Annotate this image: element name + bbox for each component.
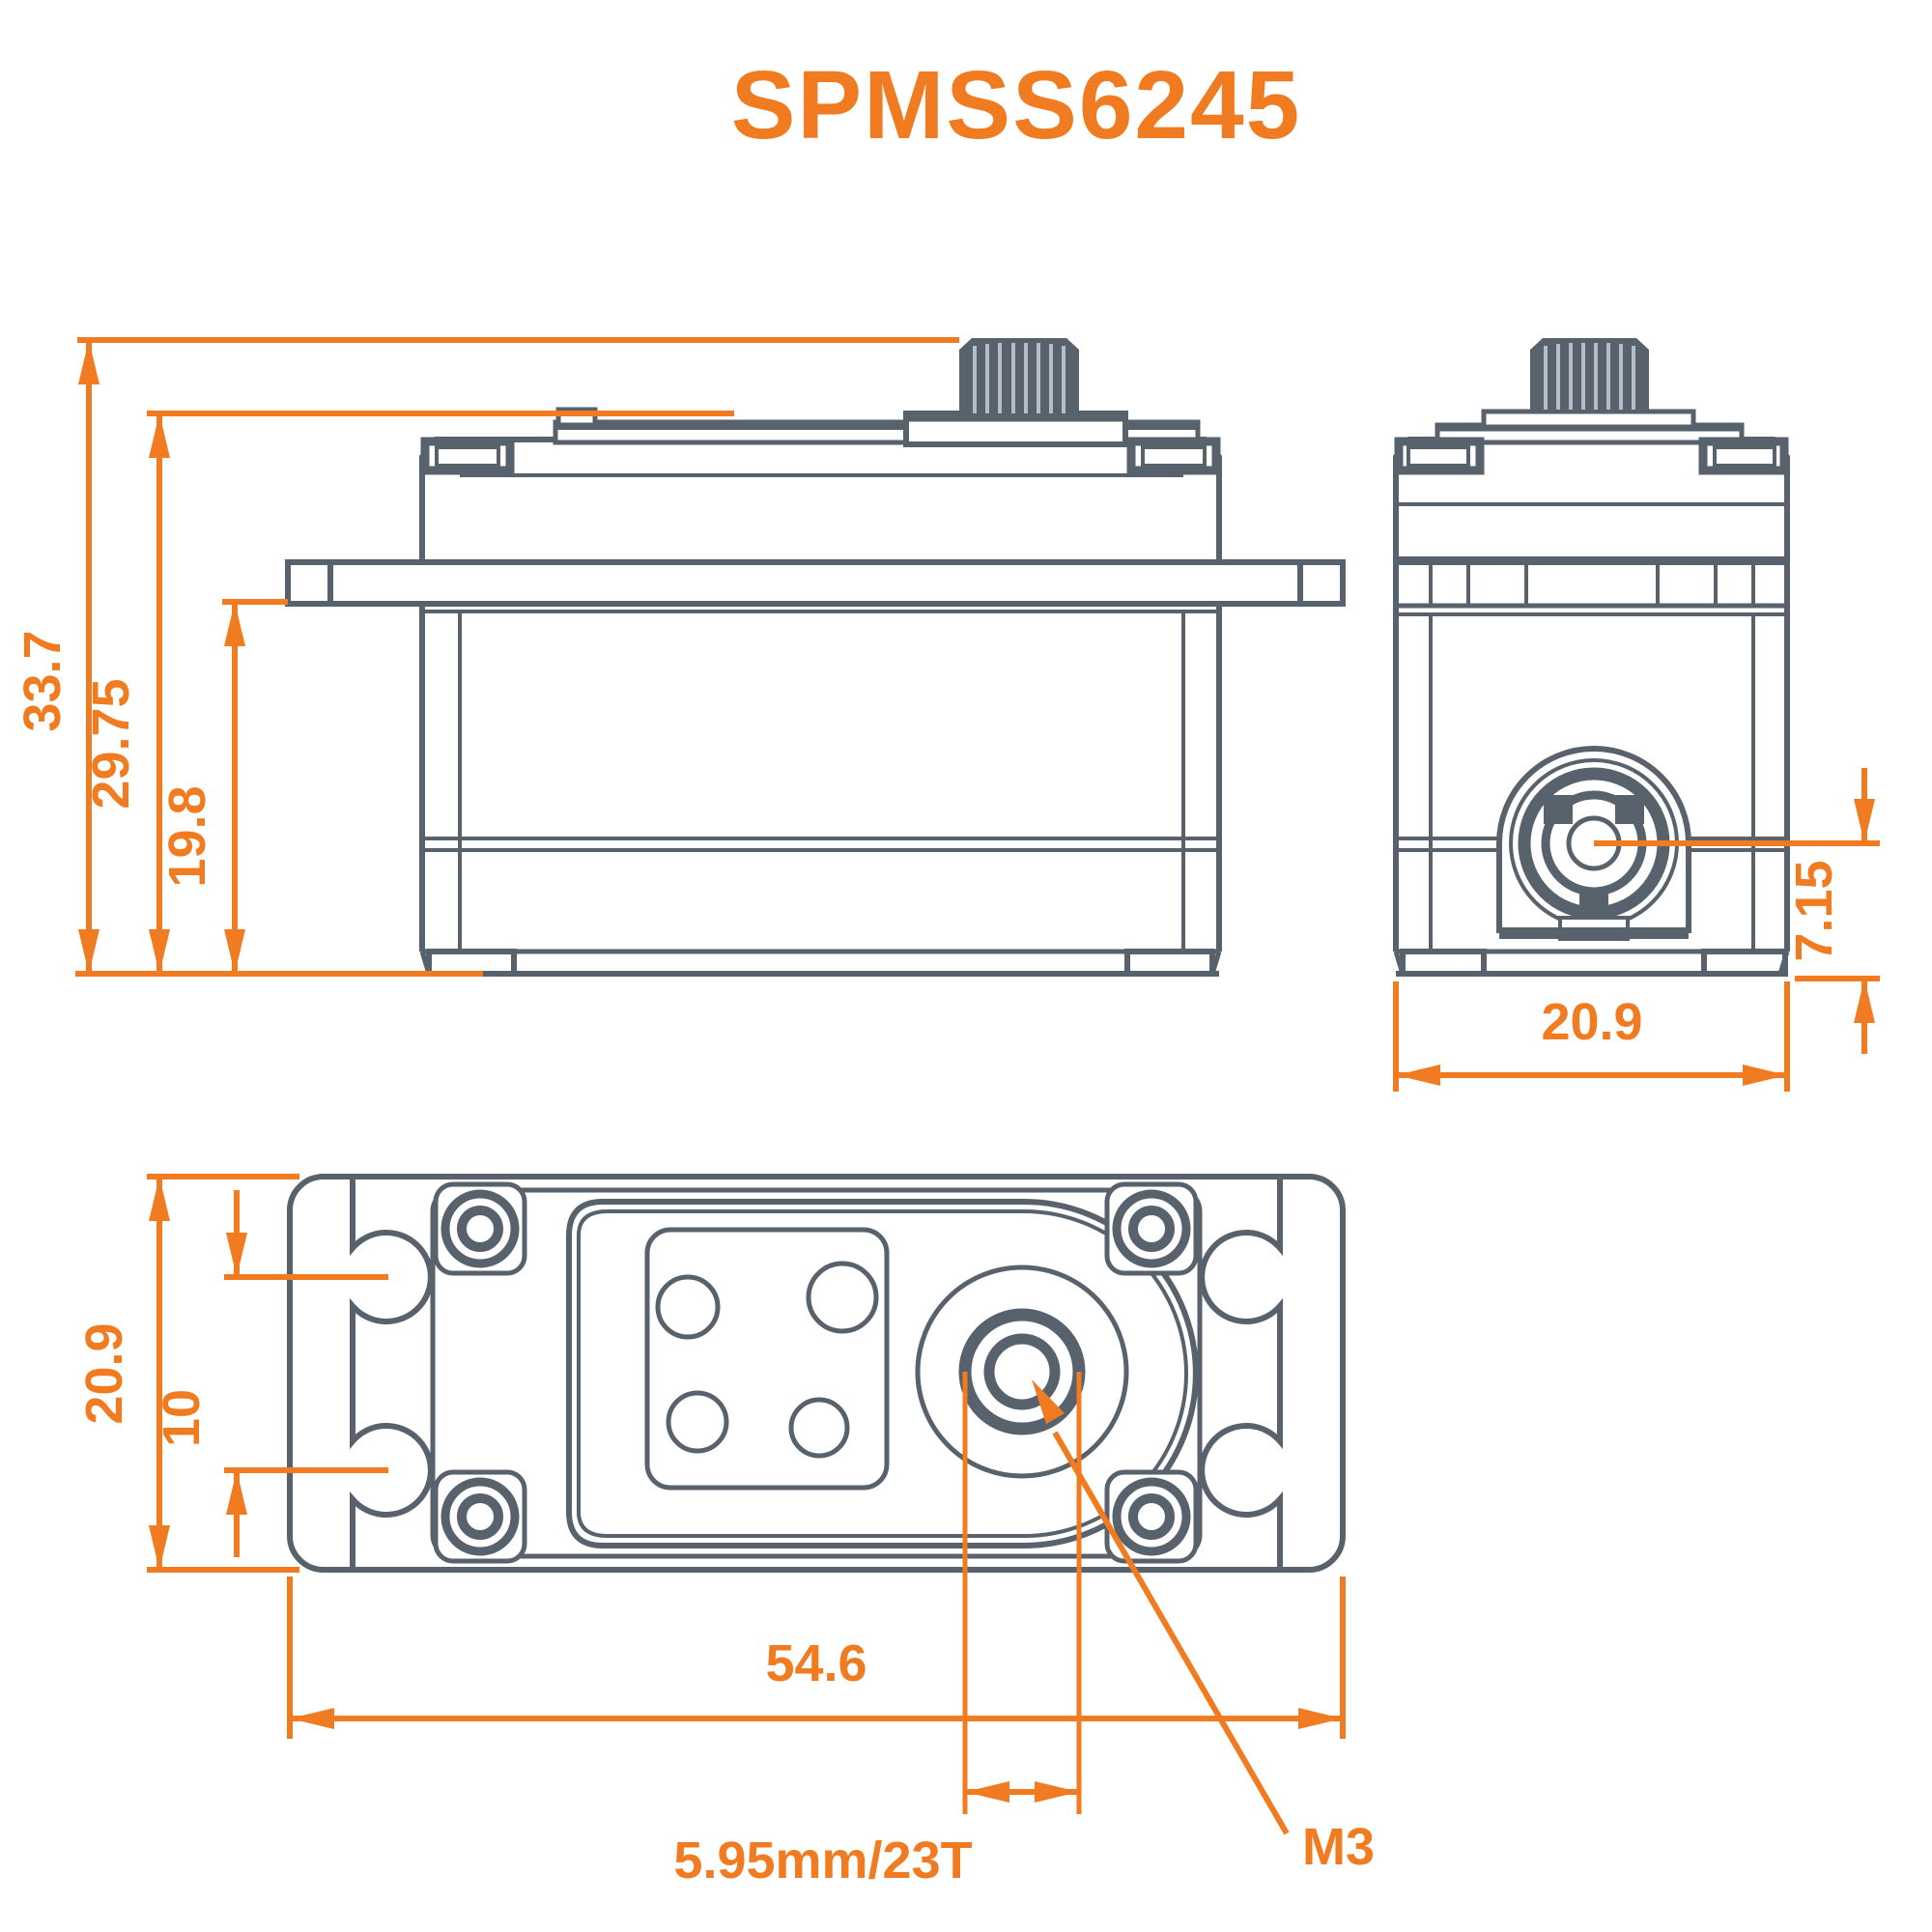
side-band-dividers bbox=[1429, 558, 1755, 606]
front-foot-left bbox=[426, 949, 517, 977]
dimension-bottom-width: 20.9 bbox=[75, 1174, 299, 1573]
side-shaft-collar bbox=[1481, 409, 1696, 430]
side-drive-lug bbox=[1579, 891, 1608, 920]
dimension-flange-height: 19.8 bbox=[158, 599, 288, 974]
dim-label-54-6: 54.6 bbox=[765, 1634, 867, 1692]
front-foot-right bbox=[1124, 949, 1215, 977]
dim-label-29-75: 29.75 bbox=[82, 678, 140, 809]
dimension-overall-height: 33.7 bbox=[14, 337, 959, 977]
front-flange-ear-right bbox=[1297, 559, 1346, 607]
front-view bbox=[285, 338, 1346, 977]
side-foot-right bbox=[1701, 949, 1788, 977]
front-spline-shaft bbox=[959, 338, 1079, 417]
dimensions: 33.7 29.75 19.8 7.15 bbox=[14, 337, 1880, 1889]
dim-label-10: 10 bbox=[153, 1389, 211, 1447]
hex-screw bbox=[433, 1181, 527, 1276]
side-spline-teeth bbox=[1544, 343, 1635, 410]
hex-screw bbox=[433, 1469, 527, 1564]
side-view bbox=[1393, 338, 1790, 977]
bottom-hole bbox=[806, 1261, 879, 1334]
bottom-hole bbox=[666, 1390, 729, 1454]
bottom-hole bbox=[655, 1274, 721, 1340]
hex-screw bbox=[1104, 1469, 1199, 1564]
bottom-output-shaft bbox=[983, 1333, 1061, 1410]
dim-label-7-15: 7.15 bbox=[1785, 860, 1843, 961]
dim-label-m3: M3 bbox=[1302, 1818, 1375, 1876]
bottom-view bbox=[287, 1174, 1346, 1573]
hex-screw bbox=[1104, 1181, 1199, 1276]
dimension-notch-spacing: 10 bbox=[153, 1190, 388, 1557]
front-flange-ear-left bbox=[285, 559, 333, 607]
bottom-notches-right bbox=[1199, 1177, 1283, 1570]
bottom-notches-left bbox=[350, 1177, 434, 1570]
front-top-cap bbox=[419, 437, 1222, 565]
drawing-title: SPMSS6245 bbox=[731, 51, 1302, 159]
dim-label-33-7: 33.7 bbox=[14, 630, 71, 731]
bottom-case-screws bbox=[433, 1181, 1199, 1564]
side-drive-lug bbox=[1615, 795, 1644, 824]
dimension-side-width: 20.9 bbox=[1393, 981, 1790, 1092]
bottom-hole bbox=[788, 1397, 850, 1459]
bottom-connector-block bbox=[644, 1227, 890, 1491]
side-foot-left bbox=[1400, 949, 1487, 977]
dimension-length: 54.6 bbox=[287, 1577, 1346, 1739]
dimension-output-offset: 7.15 bbox=[1594, 768, 1880, 1054]
front-spline-teeth bbox=[973, 343, 1065, 413]
dim-label-bottom-20-9: 20.9 bbox=[75, 1322, 133, 1424]
dim-label-side-20-9: 20.9 bbox=[1541, 993, 1642, 1051]
dimension-case-height: 29.75 bbox=[82, 411, 734, 974]
dim-label-spline: 5.95mm/23T bbox=[673, 1832, 972, 1889]
side-drive-lug bbox=[1544, 795, 1573, 824]
dimension-spline: 5.95mm/23T bbox=[673, 1372, 1082, 1889]
dim-label-19-8: 19.8 bbox=[158, 785, 216, 887]
bottom-output-boss bbox=[915, 1264, 1129, 1479]
dimension-thread: M3 bbox=[1032, 1379, 1375, 1876]
side-spline-shaft bbox=[1530, 338, 1649, 413]
